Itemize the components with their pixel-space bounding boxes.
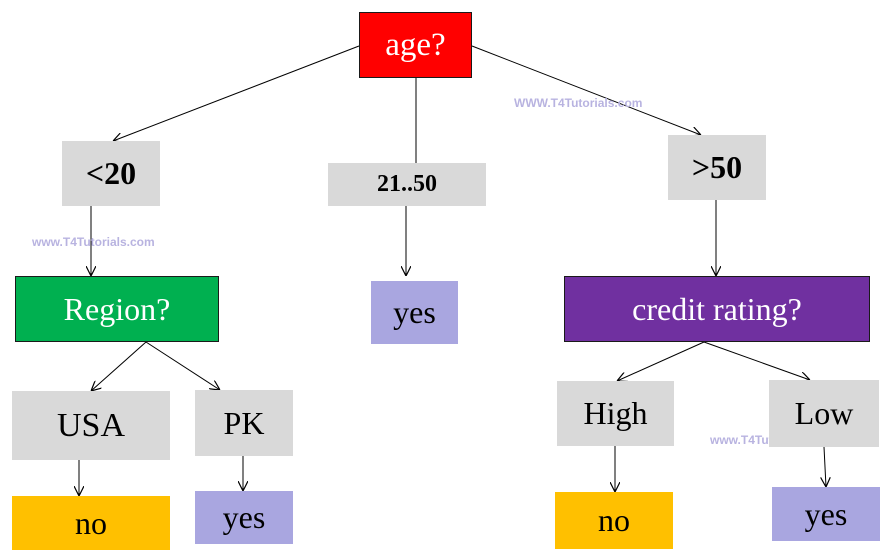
node-region: Region? (15, 276, 219, 342)
node-credit-rating: credit rating? (564, 276, 870, 342)
leaf-pk-yes: yes (195, 491, 293, 544)
node-low: Low (769, 380, 879, 447)
leaf-mid-yes: yes (371, 281, 458, 344)
node-lt20: <20 (62, 141, 160, 206)
node-gt50: >50 (668, 135, 766, 200)
edge-age-gt50 (471, 45, 701, 135)
node-pk: PK (195, 390, 293, 456)
node-age: age? (359, 12, 472, 78)
node-usa: USA (12, 391, 170, 460)
edge-credit-low (703, 341, 810, 380)
node-21-50: 21..50 (328, 163, 486, 206)
leaf-low-yes: yes (772, 487, 880, 541)
edge-age-lt20 (113, 45, 360, 141)
edge-region-usa (91, 341, 147, 391)
edge-low-yes (824, 446, 826, 487)
leaf-usa-no: no (12, 496, 170, 550)
leaf-high-no: no (555, 492, 673, 549)
edge-region-pk (145, 341, 220, 390)
node-high: High (557, 381, 674, 446)
edge-credit-high (617, 341, 705, 381)
watermark-left: www.T4Tutorials.com (32, 235, 155, 249)
watermark-top: WWW.T4Tutorials.com (514, 96, 643, 110)
